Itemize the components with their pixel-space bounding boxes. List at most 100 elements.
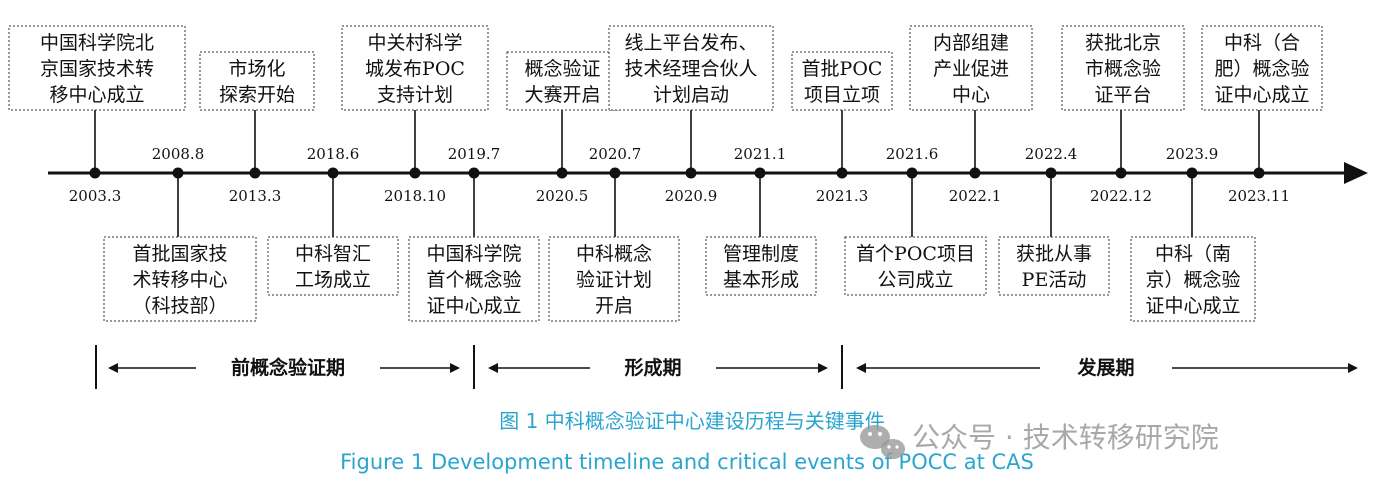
event-box — [8, 25, 186, 111]
event-date-label: 2021.6 — [886, 145, 939, 163]
event-dot — [327, 167, 339, 179]
event-label-line: 证中心成立 — [426, 295, 521, 317]
event-label-line: 开启 — [595, 295, 633, 317]
event-label-line: 首批国家技 — [132, 243, 227, 265]
event-box — [998, 236, 1110, 296]
event-label-line: 京国家技术转 — [40, 58, 154, 80]
event-label-line: 产业促进 — [933, 58, 1009, 80]
event-label-line: 中科智汇 — [295, 243, 371, 265]
event-dot — [836, 167, 848, 179]
event-date-label: 2018.6 — [307, 145, 360, 163]
event-label-line: 市场化 — [228, 58, 285, 80]
event-label-line: 获批从事 — [1016, 243, 1092, 265]
event-label-line: 大赛开启 — [524, 84, 600, 106]
event-date-label: 2018.10 — [384, 187, 446, 205]
timeline-arrowhead — [1344, 162, 1368, 184]
event-date-label: 2023.9 — [1166, 145, 1219, 163]
event-label-line: 证中心成立 — [1214, 84, 1309, 106]
watermark: 公众号 · 技术转移研究院 — [860, 421, 1219, 459]
phase-label-pre-poc: 前概念验证期 — [231, 356, 345, 379]
figure-caption-zh: 图 1 中科概念验证中心建设历程与关键事件 — [499, 409, 884, 433]
event-date-label: 2022.4 — [1025, 145, 1078, 163]
event-label-line: 线上平台发布、 — [624, 32, 757, 54]
event-dot — [1045, 167, 1057, 179]
event-label-line: 首批POC — [802, 58, 883, 80]
event-label-line: 工场成立 — [295, 269, 371, 291]
event-dot — [1186, 167, 1198, 179]
event-label-line: 中关村科学 — [367, 32, 462, 54]
event-box — [1061, 25, 1185, 111]
event-label-line: 首个概念验 — [426, 268, 521, 291]
event-date-label: 2022.12 — [1090, 187, 1152, 205]
event-label-line: （科技部） — [132, 295, 227, 317]
event-label-line: 验证计划 — [576, 269, 652, 291]
event-dot — [906, 167, 918, 179]
timeline-event: 首批POC 项目立项 2021.3 — [791, 51, 893, 205]
event-dot — [89, 167, 101, 179]
event-box — [791, 51, 893, 111]
timeline-event: 获批从事 PE活动 2022.4 — [998, 145, 1110, 296]
event-label-line: 移中心成立 — [49, 84, 144, 106]
event-label-line: 城发布POC — [365, 58, 465, 80]
event-label-line: 首个POC项目 — [856, 243, 975, 265]
event-label-line: 中国科学院北 — [40, 32, 154, 54]
watermark-text: 公众号 · 技术转移研究院 — [912, 421, 1219, 454]
event-date-label: 2021.3 — [816, 187, 869, 205]
event-date-label: 2008.8 — [152, 145, 205, 163]
event-box — [267, 236, 399, 296]
event-label-line: 市概念验 — [1085, 57, 1161, 80]
event-label-line: 公司成立 — [877, 269, 953, 291]
event-date-label: 2003.3 — [69, 187, 122, 205]
event-label-line: 术转移中心 — [132, 269, 227, 291]
wechat-icon — [860, 425, 905, 459]
event-date-label: 2022.1 — [949, 187, 1002, 205]
event-box — [199, 51, 315, 111]
event-label-line: 基本形成 — [723, 269, 799, 291]
event-label-line: 技术经理合伙人 — [624, 58, 757, 80]
event-label-line: 中科概念 — [576, 242, 652, 265]
event-box — [705, 236, 817, 296]
phase-label-formation: 形成期 — [624, 356, 681, 379]
event-box — [844, 236, 987, 296]
event-date-label: 2020.5 — [536, 187, 589, 205]
event-label-line: 探索开始 — [219, 84, 295, 106]
event-box — [909, 25, 1033, 111]
event-dot — [969, 167, 981, 179]
event-label-line: 中科（南 — [1155, 243, 1231, 265]
event-dot — [685, 167, 697, 179]
event-label-line: 项目立项 — [804, 84, 880, 106]
event-label-line: PE活动 — [1022, 269, 1087, 291]
event-label-line: 计划启动 — [653, 84, 729, 106]
event-date-label: 2020.9 — [665, 187, 718, 205]
event-dot — [249, 167, 261, 179]
event-dot — [1253, 167, 1265, 179]
event-dot — [1115, 167, 1127, 179]
event-box — [408, 236, 540, 322]
event-label-line: 内部组建 — [933, 32, 1009, 54]
event-date-label: 2020.7 — [589, 145, 642, 163]
event-box — [548, 236, 680, 322]
event-label-line: 支持计划 — [377, 84, 453, 106]
event-box — [1201, 25, 1323, 111]
event-label-line: 肥）概念验 — [1214, 57, 1309, 80]
event-dot — [556, 167, 568, 179]
event-date-label: 2023.11 — [1228, 187, 1290, 205]
event-dot — [468, 167, 480, 179]
event-box — [341, 25, 489, 111]
event-label-line: 管理制度 — [723, 243, 799, 265]
event-dot — [609, 167, 621, 179]
phase-label-development: 发展期 — [1076, 356, 1134, 379]
